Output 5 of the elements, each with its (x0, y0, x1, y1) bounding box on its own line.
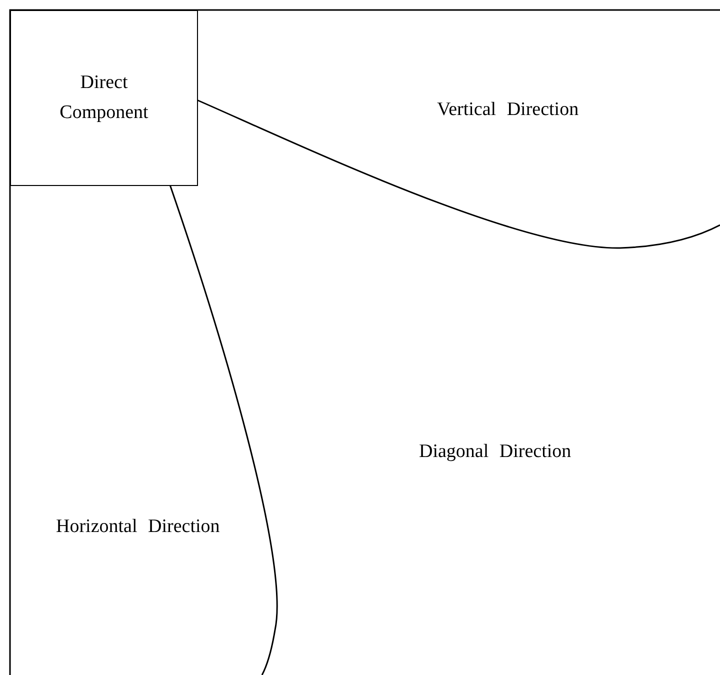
region-label: Horizontal Direction (56, 516, 220, 538)
region-label: Diagonal Direction (419, 441, 572, 463)
component-box (10, 10, 198, 186)
region-label: Vertical Direction (437, 99, 579, 121)
component-label: Direct Component (58, 71, 150, 125)
